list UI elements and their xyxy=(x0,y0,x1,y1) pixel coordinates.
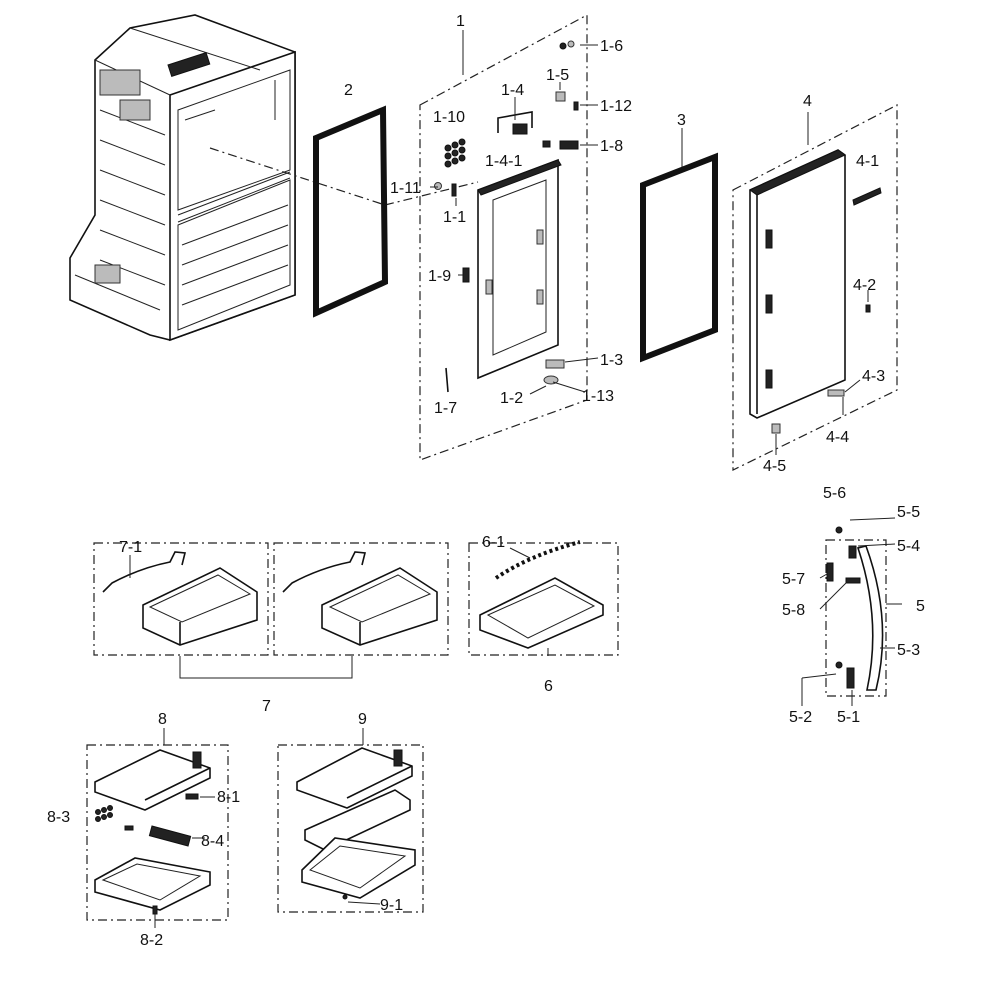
label-8: 8 xyxy=(158,711,167,728)
label-8-3: 8-3 xyxy=(47,809,70,826)
label-2: 2 xyxy=(344,82,353,99)
label-1-4: 1-4 xyxy=(501,82,524,99)
label-1-2: 1-2 xyxy=(500,390,523,407)
label-5-6: 5-6 xyxy=(823,485,846,502)
label-9-1: 9-1 xyxy=(380,897,403,914)
label-7: 7 xyxy=(262,698,271,715)
label-1-3: 1-3 xyxy=(600,352,623,369)
screws-8-3 xyxy=(95,805,113,822)
door-gasket-2 xyxy=(313,105,389,318)
label-5-3: 5-3 xyxy=(897,642,920,659)
label-1-7: 1-7 xyxy=(434,400,457,417)
assembly-leader-lines xyxy=(209,147,479,206)
label-5-4: 5-4 xyxy=(897,538,920,555)
label-8-4: 8-4 xyxy=(201,833,224,850)
part-labels: 1 1-6 1-5 1-4 1-12 1-10 1-8 1-4-1 1-11 1… xyxy=(47,13,925,949)
door-gasket-3 xyxy=(640,128,718,363)
label-9: 9 xyxy=(358,711,367,728)
label-1: 1 xyxy=(456,13,465,30)
shelf-group-9 xyxy=(277,728,424,913)
label-8-2: 8-2 xyxy=(140,932,163,949)
label-1-12: 1-12 xyxy=(600,98,632,115)
label-4-3: 4-3 xyxy=(862,368,885,385)
drawer-group-7 xyxy=(93,542,449,679)
screws-1-10 xyxy=(444,138,466,168)
label-3: 3 xyxy=(677,112,686,129)
label-1-9: 1-9 xyxy=(428,268,451,285)
label-1-6: 1-6 xyxy=(600,38,623,55)
label-5: 5 xyxy=(916,598,925,615)
label-4-1: 4-1 xyxy=(856,153,879,170)
label-5-1: 5-1 xyxy=(837,709,860,726)
shelf-group-8 xyxy=(86,728,229,928)
door-assembly-group-4 xyxy=(732,104,898,471)
label-6: 6 xyxy=(544,678,553,695)
tray-group-6 xyxy=(468,540,619,656)
label-1-5: 1-5 xyxy=(546,67,569,84)
label-1-4-1: 1-4-1 xyxy=(485,153,522,170)
label-8-1: 8-1 xyxy=(217,789,240,806)
label-1-1: 1-1 xyxy=(443,209,466,226)
label-7-1: 7-1 xyxy=(119,539,142,556)
label-1-10: 1-10 xyxy=(433,109,465,126)
label-4-2: 4-2 xyxy=(853,277,876,294)
label-1-8: 1-8 xyxy=(600,138,623,155)
label-5-5: 5-5 xyxy=(897,504,920,521)
label-5-7: 5-7 xyxy=(782,571,805,588)
label-5-2: 5-2 xyxy=(789,709,812,726)
label-1-13: 1-13 xyxy=(582,388,614,405)
label-4-5: 4-5 xyxy=(763,458,786,475)
label-4: 4 xyxy=(803,93,812,110)
door-assembly-group-1 xyxy=(419,13,599,461)
handle-assembly-group-5 xyxy=(801,517,902,706)
label-1-11: 1-11 xyxy=(390,180,421,197)
label-4-4: 4-4 xyxy=(826,429,849,446)
refrigerator-cabinet xyxy=(69,14,296,342)
label-5-8: 5-8 xyxy=(782,602,805,619)
label-6-1: 6-1 xyxy=(482,534,505,551)
